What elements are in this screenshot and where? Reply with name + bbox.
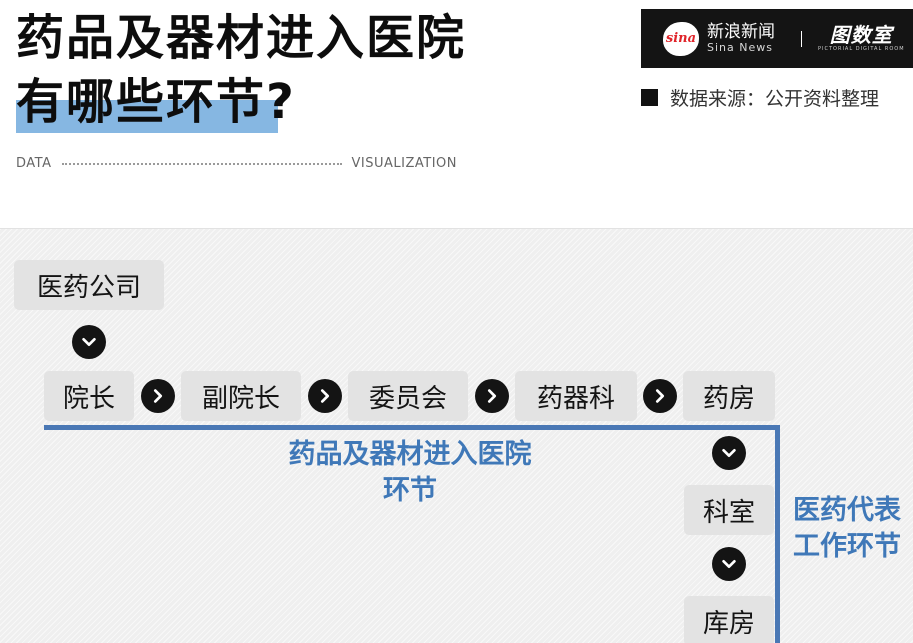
- dotted-divider: [61, 162, 342, 165]
- label-hospital-process: 药品及器材进入医院 环节: [270, 437, 550, 510]
- data-source: 数据来源：公开资料整理: [641, 84, 879, 111]
- label-hospital-line-1: 药品及器材进入医院: [288, 439, 532, 470]
- page-title-line-2: 有哪些环节?: [16, 74, 296, 130]
- chevron-right-icon: [475, 379, 509, 413]
- room-name: 图数室: [829, 23, 893, 47]
- room-sub: PICTORIAL DIGITAL ROOM: [818, 46, 905, 52]
- title-highlight: [16, 100, 278, 133]
- node-pharma-company: 医药公司: [14, 260, 164, 310]
- node-pharmacy: 药房: [683, 371, 775, 421]
- chevron-down-icon: [712, 547, 746, 581]
- data-label: DATA: [16, 156, 52, 171]
- brand-separator: [801, 30, 802, 47]
- node-warehouse: 库房: [684, 596, 774, 643]
- flow-diagram: 医药公司 院长 副院长 委员会 药器科 药房 科室 库房 药品及器材进入医院 环…: [0, 228, 913, 643]
- brand-name: 新浪新闻 Sina News: [707, 23, 775, 54]
- node-committee: 委员会: [348, 371, 468, 421]
- chevron-right-icon: [308, 379, 342, 413]
- label-rep-line-2: 工作环节: [793, 531, 901, 563]
- data-visualization-tagline: DATA VISUALIZATION: [16, 156, 457, 171]
- brand-name-cn: 新浪新闻: [707, 22, 775, 43]
- label-rep-process: 医药代表 工作环节: [785, 493, 909, 566]
- node-department: 科室: [684, 485, 774, 535]
- chevron-down-icon: [712, 436, 746, 470]
- node-pharmacy-equipment-dept: 药器科: [515, 371, 637, 421]
- chevron-right-icon: [643, 379, 677, 413]
- brand-banner: sina 新浪新闻 Sina News 图数室 PICTORIAL DIGITA…: [641, 9, 913, 68]
- sina-logo-icon: sina: [663, 21, 699, 56]
- node-vice-dean: 副院长: [181, 371, 301, 421]
- visualization-label: VISUALIZATION: [351, 156, 457, 171]
- page-title-line-1: 药品及器材进入医院: [16, 10, 467, 66]
- node-dean: 院长: [44, 371, 134, 421]
- pictorial-room-logo: 图数室 PICTORIAL DIGITAL ROOM: [818, 25, 905, 52]
- square-bullet-icon: [641, 89, 658, 106]
- brand-name-en: Sina News: [707, 40, 773, 54]
- sina-logo-text: sina: [665, 31, 697, 46]
- chevron-down-icon: [72, 325, 106, 359]
- header: 药品及器材进入医院 有哪些环节? DATA VISUALIZATION sina…: [0, 0, 913, 228]
- hospital-process-line: [44, 425, 780, 430]
- label-rep-line-1: 医药代表: [793, 495, 901, 526]
- data-source-text: 数据来源：公开资料整理: [670, 88, 880, 110]
- label-hospital-line-2: 环节: [383, 475, 437, 507]
- rep-process-line: [775, 425, 780, 643]
- chevron-right-icon: [141, 379, 175, 413]
